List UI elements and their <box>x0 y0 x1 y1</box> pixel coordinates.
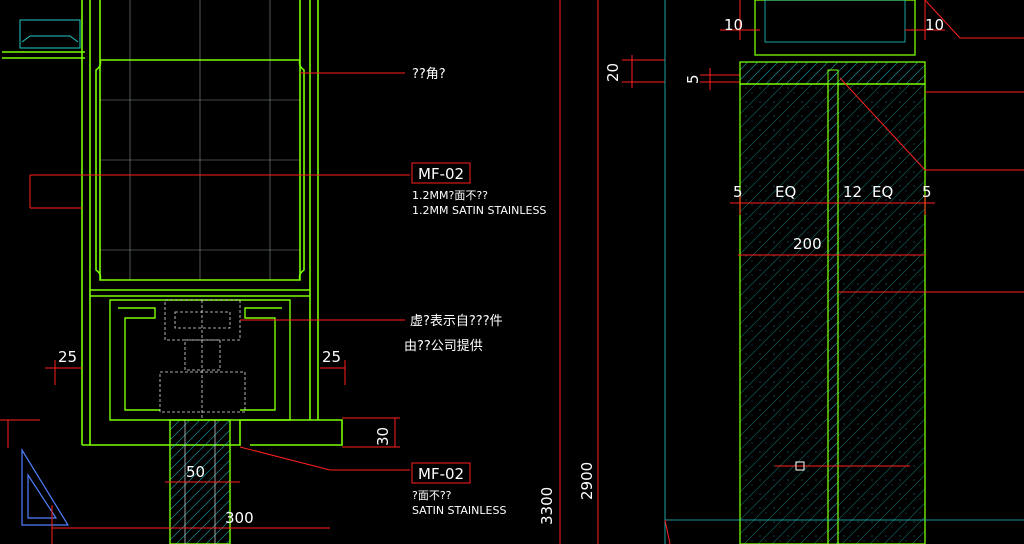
middle-dimension-strip: 3300 2900 20 5 <box>538 0 740 544</box>
mf-02-tag-box-1 <box>411 162 471 184</box>
spec-2-en: SATIN STAINLESS <box>412 504 506 517</box>
dim-300: 300 <box>225 509 254 527</box>
dim-left-25: 25 <box>58 348 77 366</box>
grip-square <box>795 461 805 471</box>
right-section-detail: 10 10 5 EQ 12 EQ 5 200 <box>664 0 1024 544</box>
dim-20: 20 <box>604 63 622 82</box>
dim-5-right: 5 <box>922 183 932 201</box>
dim-200: 200 <box>793 235 822 253</box>
dim-5-left: 5 <box>733 183 743 201</box>
spec-1-cn: 1.2MM?面不?? <box>412 189 488 202</box>
dim-10-right: 10 <box>925 16 944 34</box>
mf-02-tag-box-2 <box>411 462 471 484</box>
fixture-note-1: 虚?表示自???件 <box>410 314 503 329</box>
fixture-note-2: 由??公司提供 <box>404 338 483 354</box>
mf-02-tag-2: MF-02 <box>418 465 464 483</box>
top-left-profile <box>2 19 85 59</box>
dim-30: 30 <box>374 427 392 446</box>
wall-right-panel <box>837 83 926 544</box>
left-section-detail: ??角? MF-02 1.2MM?面不?? 1.2MM SATIN STAINL… <box>0 0 546 544</box>
dim-10-left: 10 <box>724 16 743 34</box>
dim-eq-right: EQ <box>872 183 893 201</box>
leaders-left <box>0 72 410 544</box>
dim-12: 12 <box>843 183 862 201</box>
spec-1-en: 1.2MM SATIN STAINLESS <box>412 204 546 217</box>
dim-right-25: 25 <box>322 348 341 366</box>
dim-eq-left: EQ <box>775 183 796 201</box>
frame-outline <box>81 0 343 446</box>
lower-hardware-box <box>109 299 291 421</box>
dim-3300: 3300 <box>538 487 556 525</box>
panel-grid <box>100 0 300 280</box>
dim-2900: 2900 <box>578 462 596 500</box>
fixture-dashed <box>159 299 246 420</box>
corner-note: ??角? <box>412 67 446 82</box>
wall-joint <box>827 69 839 544</box>
wall-left-panel <box>739 83 829 544</box>
dim-50: 50 <box>186 463 205 481</box>
spec-2-cn: ?面不?? <box>412 489 452 502</box>
mf-02-tag-1: MF-02 <box>418 165 464 183</box>
dim-5-mid: 5 <box>684 74 702 84</box>
triangle-marker <box>21 447 70 526</box>
